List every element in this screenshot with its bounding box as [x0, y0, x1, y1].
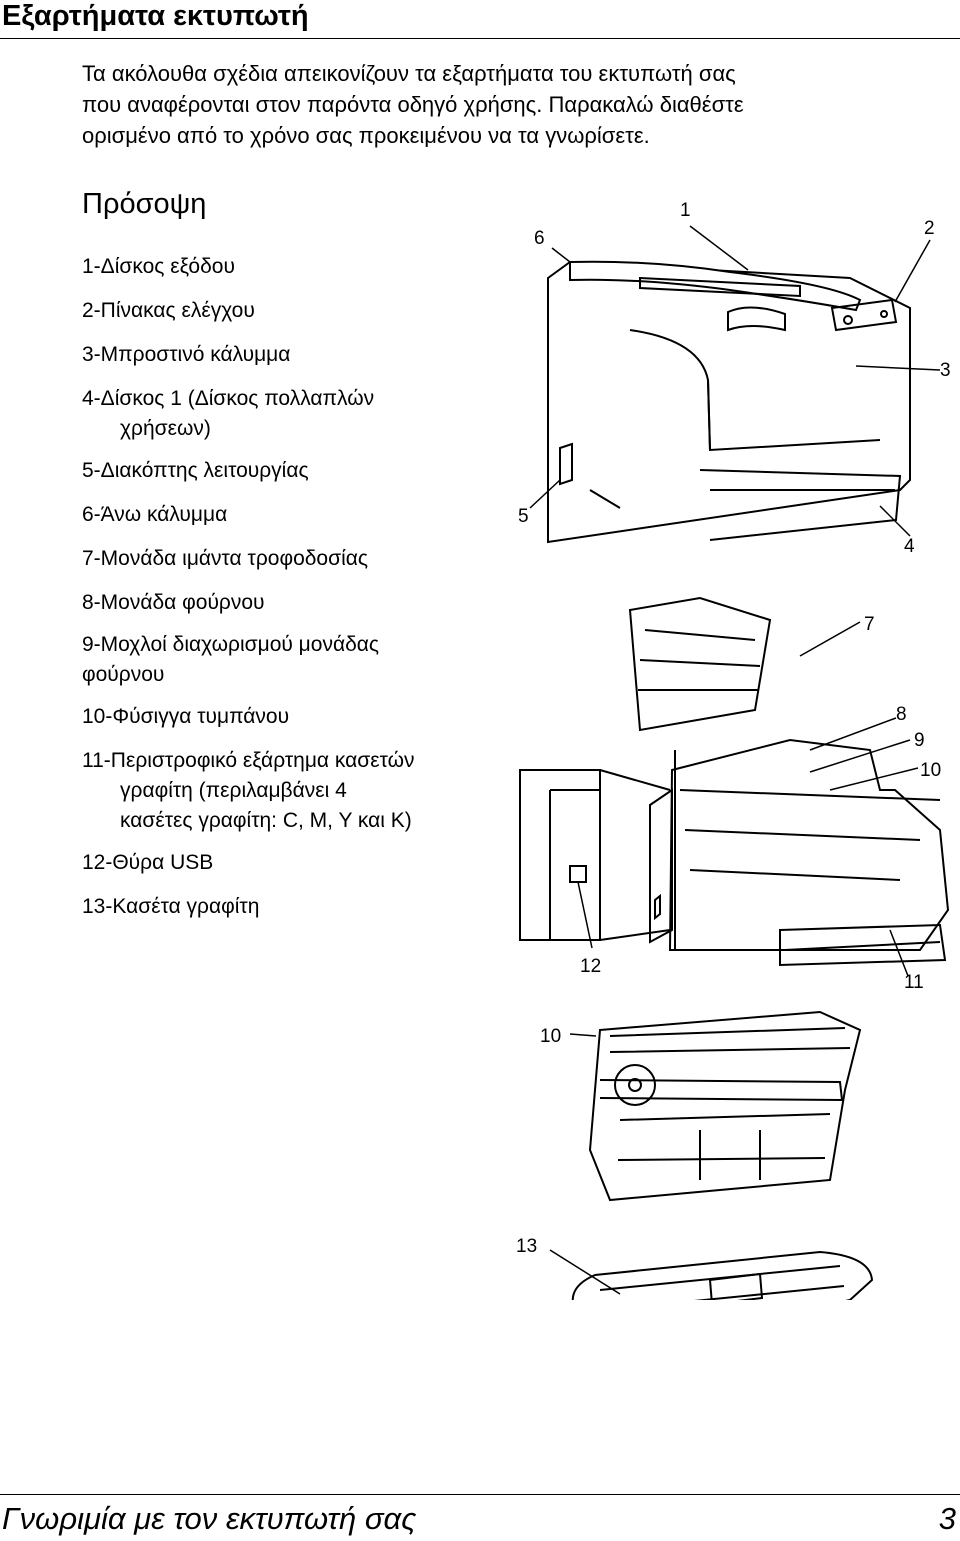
- title-divider: [0, 38, 960, 39]
- callout-label-2: 2: [924, 218, 935, 239]
- callout-label-4: 4: [904, 536, 915, 557]
- callout-label-3: 3: [940, 360, 951, 381]
- legend-item: 7-Μονάδα ιμάντα τροφοδοσίας: [82, 547, 369, 570]
- callout-label-10b: 10: [540, 1026, 562, 1047]
- callout-label-5: 5: [518, 506, 529, 527]
- legend-item: 12-Θύρα USB: [82, 851, 214, 874]
- legend-item: 6-Άνω κάλυμμα: [82, 503, 228, 526]
- callout-label-11: 11: [904, 972, 924, 993]
- legend-item: 2-Πίνακας ελέγχου: [82, 299, 255, 322]
- printer-illustrations: 1 2 3 4 5 6 7 8 9 10 11 12 10 13: [500, 190, 960, 1352]
- callout-label-9: 9: [914, 730, 925, 751]
- section-heading: Πρόσοψη: [82, 188, 207, 220]
- page-title: Εξαρτήματα εκτυπωτή: [2, 0, 309, 32]
- legend-item: 10-Φύσιγγα τυμπάνου: [82, 705, 290, 728]
- legend-item: 1-Δίσκος εξόδου: [82, 255, 235, 278]
- printer-front-illustration: [547, 260, 911, 544]
- legend-item: 3-Μπροστινό κάλυμμα: [82, 343, 291, 366]
- footer-divider: [0, 1494, 960, 1495]
- callout-label-1: 1: [680, 200, 691, 221]
- callout-label-13: 13: [516, 1236, 538, 1257]
- callout-label-8: 8: [896, 704, 907, 725]
- footer-title: Γνωριμία με τον εκτυπωτή σας: [2, 1501, 417, 1536]
- legend-item: 13-Κασέτα γραφίτη: [82, 895, 260, 918]
- intro-paragraph: Τα ακόλουθα σχέδια απεικονίζουν τα εξαρτ…: [82, 61, 744, 148]
- callout-label-10: 10: [920, 760, 942, 781]
- callout-label-6: 6: [534, 228, 545, 249]
- legend-item: 5-Διακόπτης λειτουργίας: [82, 459, 309, 482]
- printer-open-illustration: [628, 596, 950, 967]
- callout-label-7: 7: [864, 614, 875, 635]
- callout-label-12: 12: [580, 956, 602, 977]
- callout-leader-lines: [529, 225, 941, 1295]
- usb-port-zoom: [519, 769, 671, 941]
- drum-cartridge-illustration: [588, 1010, 862, 1202]
- legend-item: 8-Μονάδα φούρνου: [82, 591, 265, 614]
- page-number: 3: [938, 1501, 956, 1536]
